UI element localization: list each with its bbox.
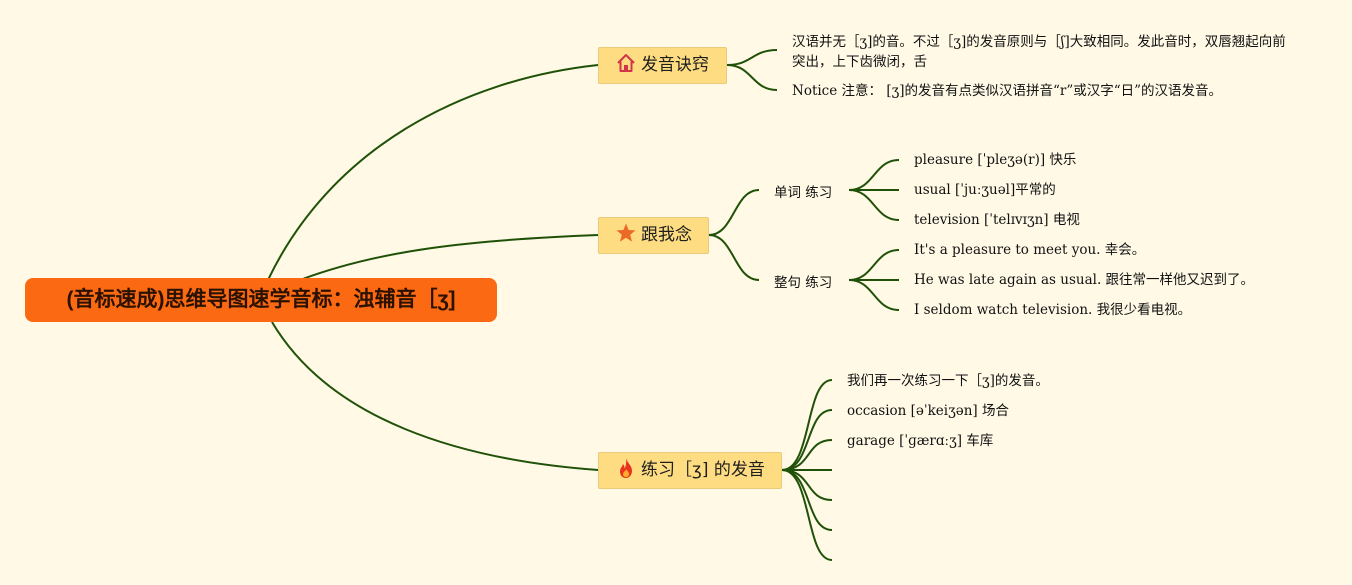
edge-g2-item-3 [848,279,900,311]
branch-label: 跟我念 [641,225,692,245]
word-item-television: television [ˈtelɪvɪʒn] 电视 [914,212,1080,228]
practice-item-garage: garage [ˈɡærɑːʒ] 车库 [847,433,994,449]
branch-practice-sound[interactable]: 练习［ʒ] 的发音 [598,452,782,489]
edge-b3-leaf-7 [781,469,833,561]
word-item-usual: usual [ˈjuːʒuəl]平常的 [914,182,1056,198]
edge-root-branch-1 [267,64,599,281]
edge-g1-item-1 [848,159,900,191]
group-sentence-practice[interactable]: 整句 练习 [774,275,833,291]
edge-g2-item-1 [848,249,900,281]
branch-read-after-me[interactable]: 跟我念 [598,217,709,254]
word-item-pleasure: pleasure [ˈpleʒə(r)] 快乐 [914,152,1077,168]
edge-g1-item-3 [848,189,900,221]
leaf-tip-description: 汉语并无［ʒ]的音。不过［ʒ]的发音原则与［ʃ]大致相同。发此音时，双唇翘起向前… [792,34,1286,70]
group-word-practice[interactable]: 单词 练习 [774,185,833,201]
branch-pronunciation-tips[interactable]: 发音诀窍 [598,47,727,84]
sentence-item-3: I seldom watch television. 我很少看电视。 [914,302,1192,318]
sentence-item-2: He was late again as usual. 跟往常一样他又迟到了。 [914,272,1255,288]
edge-b3-leaf-2 [781,409,833,471]
branch-label: 练习［ʒ] 的发音 [641,460,765,480]
practice-item-1: 我们再一次练习一下［ʒ]的发音。 [847,373,1049,389]
fire-icon [615,457,637,479]
leaf-tip-notice: Notice 注意： [ʒ]的发音有点类似汉语拼音“r”或汉字“日”的汉语发音。 [792,83,1223,99]
root-title: (音标速成)思维导图速学音标：浊辅音［ʒ] [66,288,456,311]
edge-b2-group-2 [708,234,760,281]
edge-root-branch-2 [299,234,599,281]
edge-b1-leaf-2 [726,64,778,91]
branch-label: 发音诀窍 [641,55,709,75]
practice-item-occasion: occasion [əˈkeiʒən] 场合 [847,403,1009,419]
star-icon [615,222,637,244]
edge-b1-leaf-1 [726,49,778,66]
edge-root-branch-3 [271,321,599,471]
root-topic[interactable]: (音标速成)思维导图速学音标：浊辅音［ʒ] [25,278,497,322]
home-icon [615,52,637,74]
edge-b2-group-1 [708,189,760,236]
sentence-item-1: It's a pleasure to meet you. 幸会。 [914,242,1146,258]
edge-b3-leaf-1 [781,379,833,471]
